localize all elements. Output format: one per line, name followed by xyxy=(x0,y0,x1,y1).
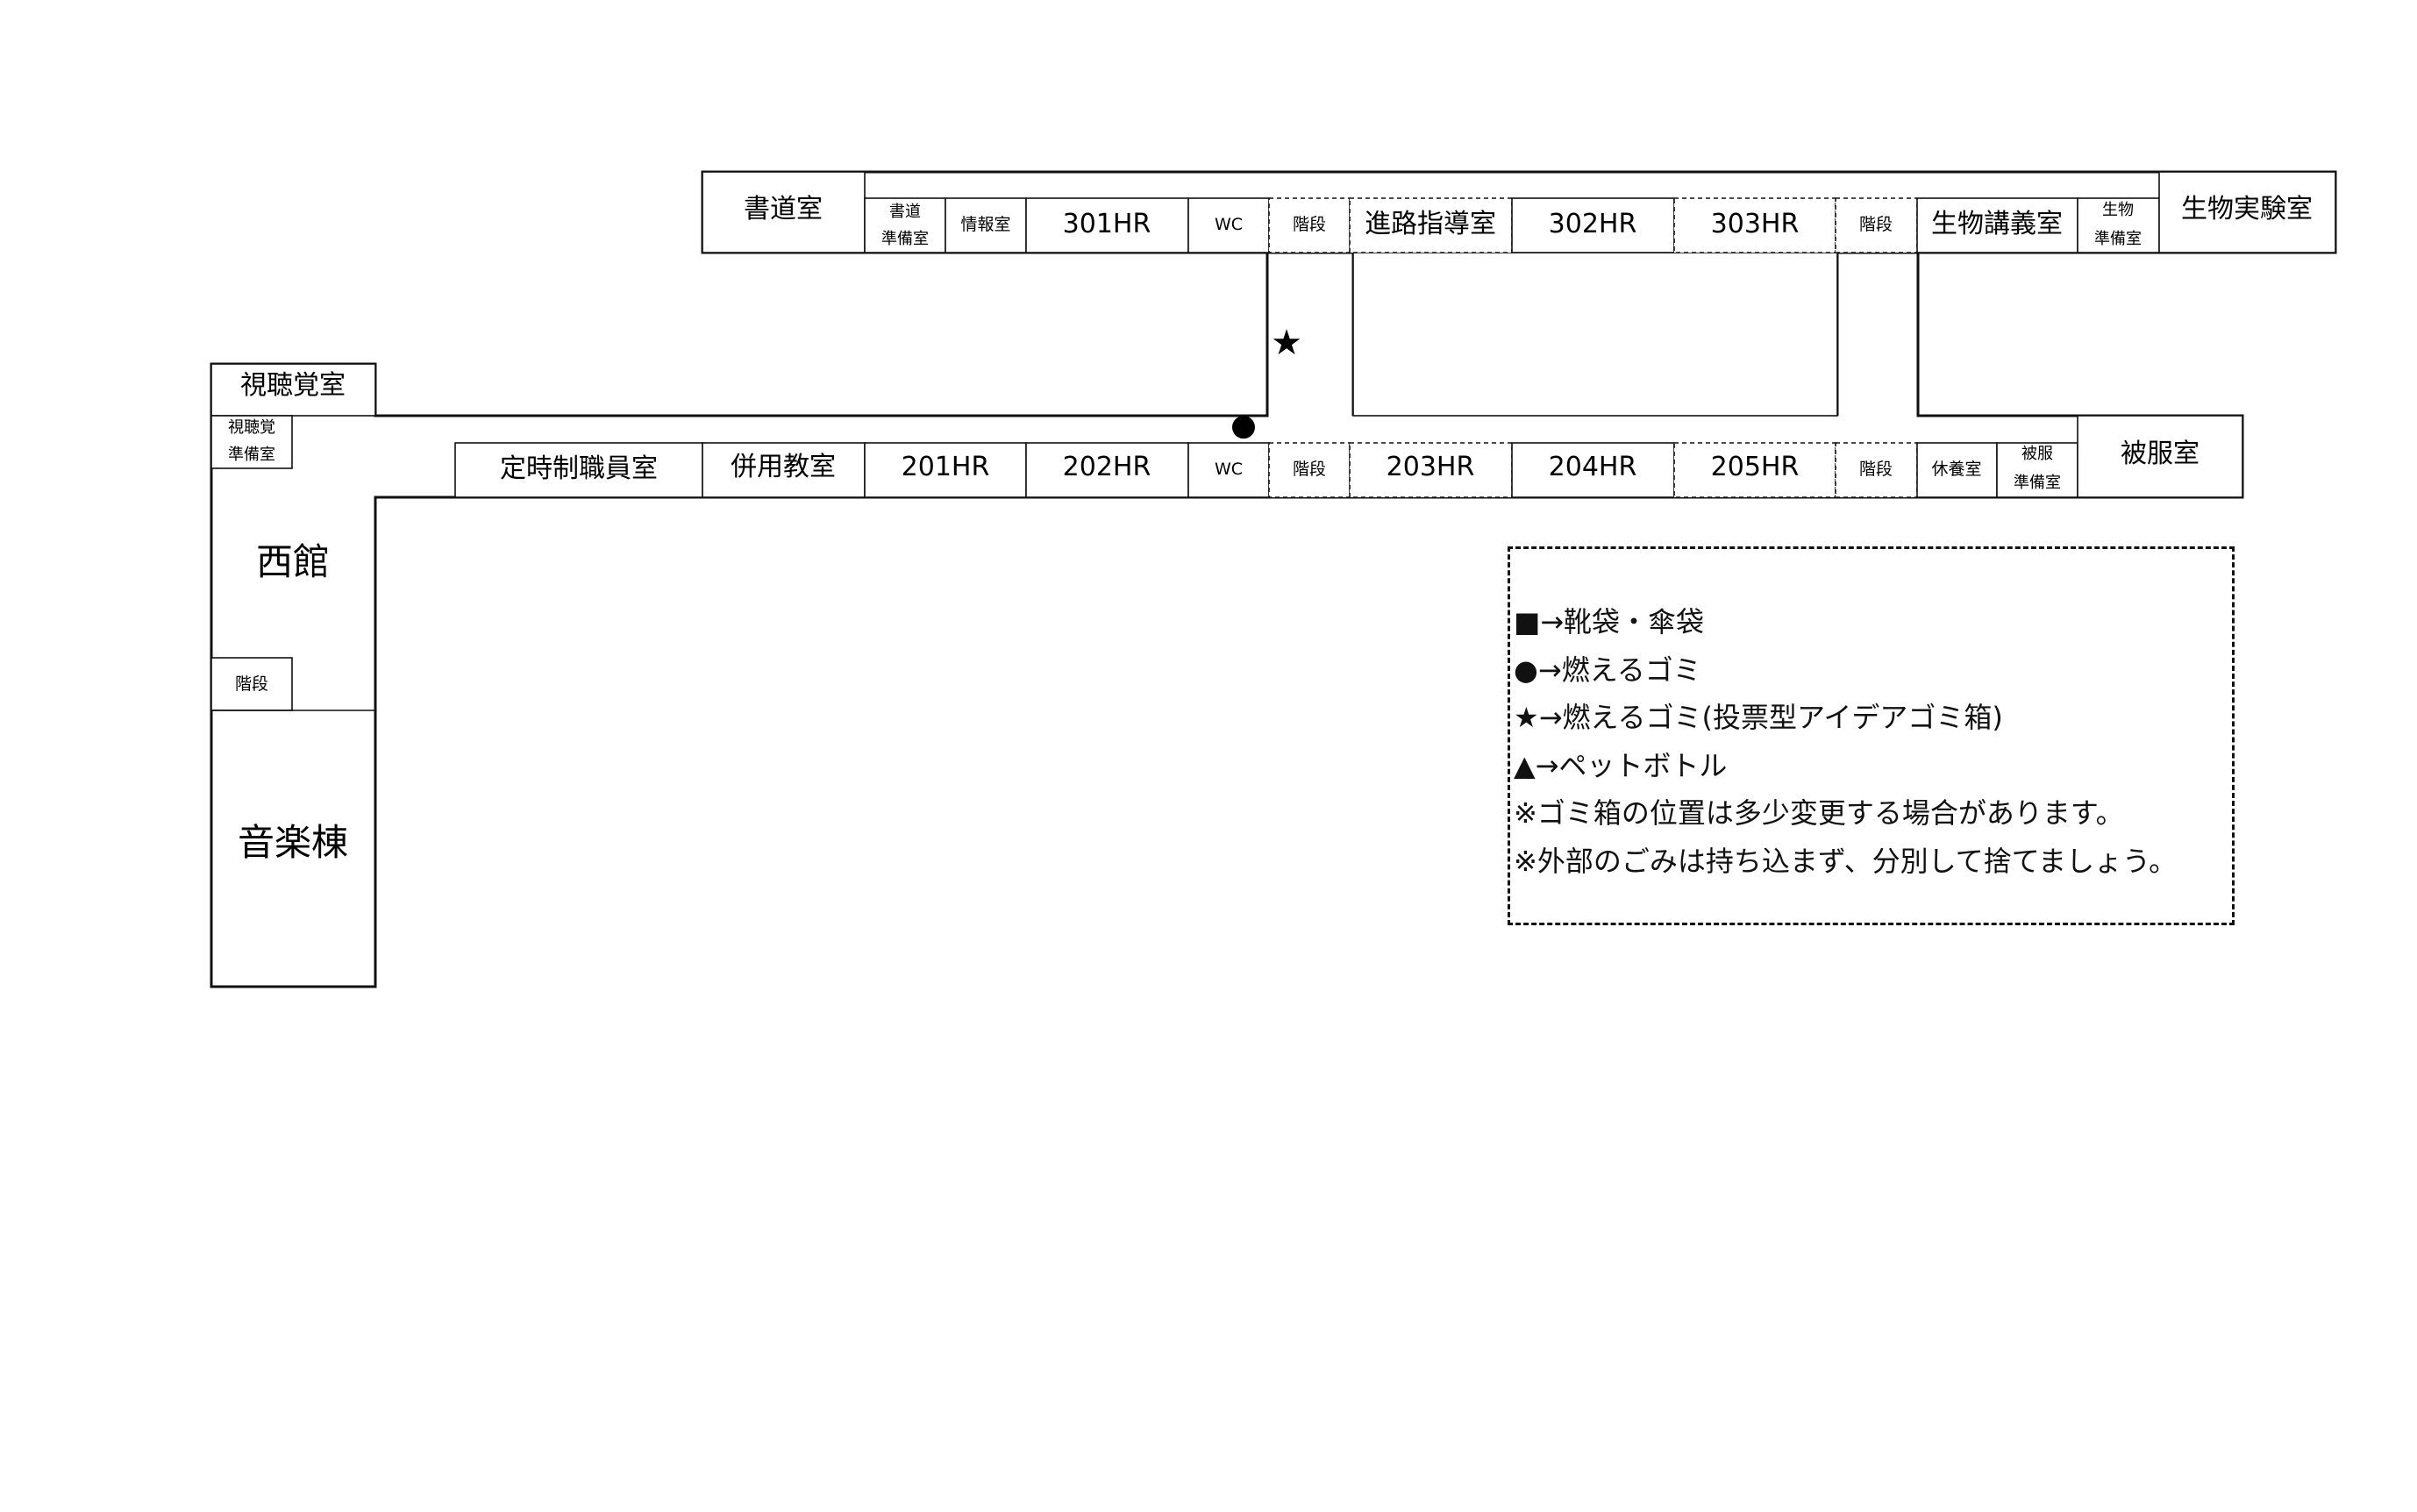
markers: ★ ● xyxy=(1230,323,1302,443)
room-201hr xyxy=(864,442,1027,498)
room-204hr xyxy=(1511,442,1675,498)
stairs-west-label: 階段 xyxy=(235,674,268,694)
building-ongaku-label: 音楽棟 xyxy=(238,821,348,864)
room-hifuku-prep-label-1: 被服 xyxy=(2021,445,2053,463)
room-shodo-prep-label-1: 書道 xyxy=(889,203,921,221)
room-shodo-prep-label-2: 準備室 xyxy=(881,230,929,248)
room-kyuyo-label: 休養室 xyxy=(1931,460,1981,479)
room-204hr-label: 204HR xyxy=(1549,452,1637,482)
room-shodo-prep xyxy=(864,197,946,253)
legend-list: ■→靴袋・傘袋 ●→燃えるゴミ ★→燃えるゴミ(投票型アイデアゴミ箱) ▲→ペッ… xyxy=(1514,598,2177,885)
room-kyuyo xyxy=(1916,442,1998,498)
room-shodo xyxy=(702,171,866,253)
room-205hr xyxy=(1673,442,1836,498)
courtyard-block xyxy=(1352,252,1838,417)
room-seibutsu-prep-label-2: 準備室 xyxy=(2094,230,2142,248)
stairs-west xyxy=(210,657,293,711)
room-301hr xyxy=(1025,197,1189,253)
room-seibutsu-kogi xyxy=(1916,197,2078,253)
legend-item-burnable: ●→燃えるゴミ xyxy=(1514,653,1701,687)
legend-item-idea-box: ★→燃えるゴミ(投票型アイデアゴミ箱) xyxy=(1514,701,2003,734)
room-joho xyxy=(945,197,1027,253)
room-shichokaku-prep-label-1: 視聴覚 xyxy=(228,418,275,437)
room-shichokaku xyxy=(210,363,376,417)
stairs-lower-right xyxy=(1835,442,1918,498)
room-heiyo xyxy=(702,442,866,498)
room-shinro xyxy=(1349,197,1513,253)
legend-box: ■→靴袋・傘袋 ●→燃えるゴミ ★→燃えるゴミ(投票型アイデアゴミ箱) ▲→ペッ… xyxy=(1508,546,2235,925)
legend-note-external: ※外部のごみは持ち込まず、分別して捨てましょう。 xyxy=(1514,844,2178,878)
stairs-upper-right-label: 階段 xyxy=(1859,215,1893,234)
room-202hr-label: 202HR xyxy=(1063,452,1151,482)
room-303hr xyxy=(1673,197,1836,253)
room-shinro-label: 進路指導室 xyxy=(1365,209,1496,239)
room-wc-lower xyxy=(1187,442,1270,498)
west-building: 視聴覚室 視聴覚 準備室 西館 階段 音楽棟 xyxy=(210,363,376,864)
room-205hr-label: 205HR xyxy=(1711,452,1800,482)
room-hifuku xyxy=(2077,415,2243,498)
room-201hr-label: 201HR xyxy=(902,452,990,482)
room-shichokaku-prep xyxy=(210,415,293,469)
room-wc-upper-label: WC xyxy=(1215,215,1243,234)
room-hifuku-label: 被服室 xyxy=(2121,439,2200,469)
room-302hr-label: 302HR xyxy=(1549,209,1637,239)
room-seibutsu-jikken-label: 生物実験室 xyxy=(2181,194,2313,225)
stairs-upper-left-label: 階段 xyxy=(1293,215,1326,234)
room-teiji-label: 定時制職員室 xyxy=(500,453,658,484)
legend-item-pet-bottle: ▲→ペットボトル xyxy=(1514,748,1728,782)
stairs-lower-left-label: 階段 xyxy=(1293,460,1326,479)
room-teiji xyxy=(454,442,703,498)
upper-wing: 書道室 書道 準備室 情報室 301HR WC 階段 進路指導室 302HR 3… xyxy=(702,171,2336,253)
stairs-lower-right-label: 階段 xyxy=(1859,460,1893,479)
legend-note-position: ※ゴミ箱の位置は多少変更する場合があります。 xyxy=(1514,796,2124,830)
room-seibutsu-prep xyxy=(2077,197,2160,253)
room-hifuku-prep-label-2: 準備室 xyxy=(2014,474,2061,492)
room-203hr-label: 203HR xyxy=(1387,452,1475,482)
room-seibutsu-prep-label-1: 生物 xyxy=(2102,201,2134,219)
room-hifuku-prep xyxy=(1996,442,2078,498)
circle-trash-marker: ● xyxy=(1230,408,1257,443)
stairs-lower-left xyxy=(1268,442,1351,498)
room-seibutsu-jikken xyxy=(2158,171,2336,253)
room-seibutsu-kogi-label: 生物講義室 xyxy=(1931,209,2063,239)
stairs-upper-right xyxy=(1835,197,1918,253)
room-301hr-label: 301HR xyxy=(1063,209,1151,239)
stairs-upper-left xyxy=(1268,197,1351,253)
room-shichokaku-label: 視聴覚室 xyxy=(240,370,346,401)
star-trash-marker: ★ xyxy=(1271,323,1302,363)
room-wc-lower-label: WC xyxy=(1215,460,1243,479)
legend-item-shoe-bag: ■→靴袋・傘袋 xyxy=(1514,605,1705,638)
room-shichokaku-prep-label-2: 準備室 xyxy=(228,446,275,464)
room-303hr-label: 303HR xyxy=(1711,209,1800,239)
building-nishikan-label: 西館 xyxy=(256,540,330,583)
room-wc-upper xyxy=(1187,197,1270,253)
room-shodo-label: 書道室 xyxy=(744,194,823,225)
room-heiyo-label: 併用教室 xyxy=(731,452,836,482)
room-joho-label: 情報室 xyxy=(960,215,1010,234)
lower-wing: 定時制職員室 併用教室 201HR 202HR WC 階段 203HR 204H… xyxy=(454,415,2243,498)
room-302hr xyxy=(1511,197,1675,253)
